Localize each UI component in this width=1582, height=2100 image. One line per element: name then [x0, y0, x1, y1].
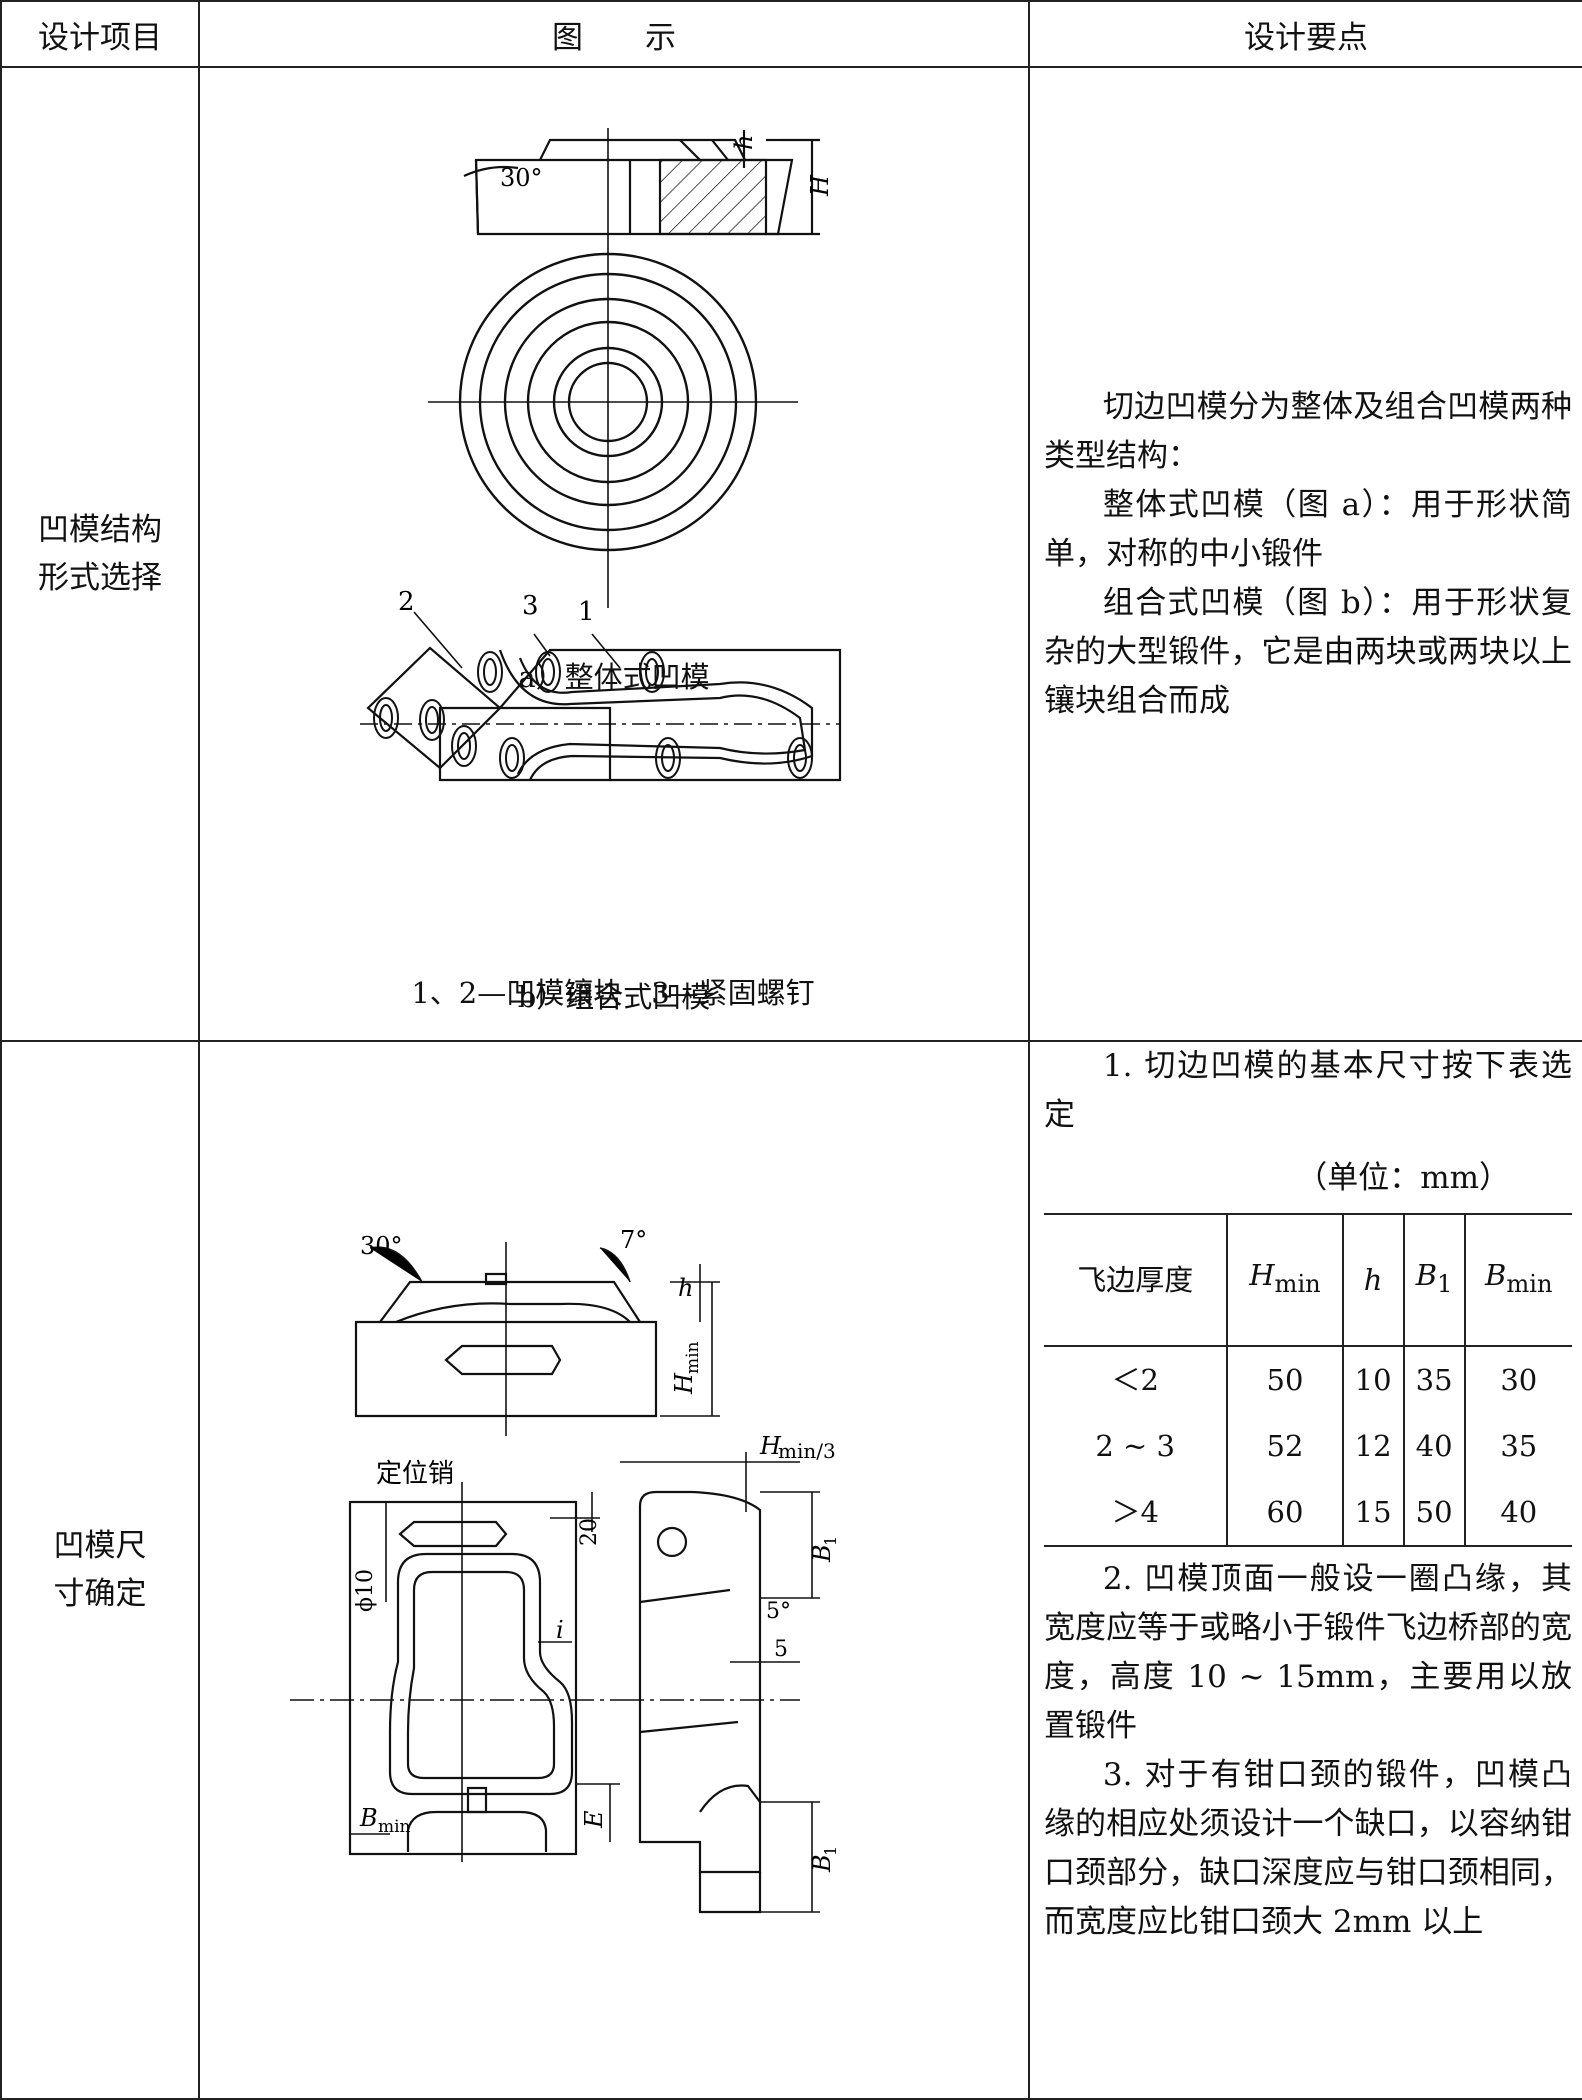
fig-dim-Hmin-sub: min: [683, 1341, 703, 1374]
col-flash-thickness: 飞边厚度: [1044, 1213, 1228, 1347]
table-cell: ＞4: [1044, 1479, 1228, 1547]
figure-a-drawing: 30° h H: [360, 128, 842, 782]
dimension-table: 飞边厚度 Hmin h B1 Bmin ＜2 50 10 35 30: [1044, 1213, 1572, 1547]
table-cell: 12: [1341, 1413, 1404, 1479]
fig-dim-Bmin-sub: min: [378, 1817, 411, 1837]
item-structure-line2: 形式选择: [38, 560, 162, 596]
fig-dim-B1-bottom-sub: 1: [821, 1846, 840, 1856]
fig-b-caption: b）组合式凹模: [517, 980, 711, 1014]
table-cell: 2 ~ 3: [1095, 1428, 1176, 1463]
fig-dim-phi10: ϕ10: [353, 1569, 378, 1612]
point-structure-3: 组合式凹模（图 b）：用于形状复杂的大型锻件，它是由两块或两块以上镶块组合而成: [1044, 584, 1572, 719]
table-row: ＞4 60 15 50 40: [1044, 1479, 1572, 1547]
fig-b-num-2: 2: [398, 587, 415, 617]
point-structure-2: 整体式凹模（图 a）：用于形状简单，对称的中小锻件: [1044, 486, 1572, 572]
point-structure-1: 切边凹模分为整体及组合凹模两种类型结构：: [1044, 388, 1572, 474]
fig-a-angle-label: 30°: [500, 164, 543, 192]
fig-b-num-3: 3: [522, 591, 539, 621]
point-dim-2: 2. 凹模顶面一般设一圈凸缘，其宽度应等于或略小于锻件飞边桥部的宽度，高度 10…: [1044, 1561, 1572, 1744]
fig-dim-angle7: 7°: [620, 1226, 647, 1254]
fig-dim-angle5: 5°: [766, 1599, 791, 1624]
fig-dim-B1-bottom: B: [808, 1854, 836, 1873]
figure-structure: 30° h H: [198, 66, 1030, 1042]
table-cell: 52: [1226, 1413, 1343, 1479]
row-dimensions: 凹模尺 寸确定: [0, 1040, 1582, 2100]
col-bmin: Bmin: [1463, 1213, 1572, 1347]
item-dimensions: 凹模尺 寸确定: [0, 1040, 200, 2100]
table-cell: 10: [1341, 1346, 1404, 1413]
item-dimensions-line1: 凹模尺: [53, 1528, 147, 1564]
table-cell: 60: [1226, 1479, 1343, 1547]
fig-a-caption: a）整体式凹模: [518, 660, 710, 694]
fig-dim-Bmin: B: [359, 1804, 378, 1832]
table-cell: 50: [1226, 1346, 1343, 1413]
header-figure: 图 示: [198, 0, 1030, 68]
table-unit: （单位：mm）: [1296, 1160, 1510, 1196]
fig-dim-5: 5: [774, 1637, 788, 1662]
point-dim-1: 1. 切边凹模的基本尺寸按下表选定: [1044, 1048, 1572, 1133]
dimension-table-header: 飞边厚度 Hmin h B1 Bmin: [1044, 1213, 1572, 1347]
row-structure: 凹模结构 形式选择: [0, 66, 1582, 1042]
points-dimensions: 1. 切边凹模的基本尺寸按下表选定 （单位：mm） 飞边厚度 Hmin h B1…: [1028, 1040, 1582, 2100]
col-hmin: Hmin: [1226, 1213, 1343, 1347]
table-row: 2 ~ 3 52 12 40 35: [1044, 1413, 1572, 1479]
header-design-item: 设计项目: [0, 0, 200, 68]
fig-dim-Hmin3: H: [759, 1432, 782, 1460]
table-cell: 50: [1402, 1479, 1465, 1547]
table-cell: 15: [1341, 1479, 1404, 1547]
point-dim-3: 3. 对于有钳口颈的锻件，凹模凸缘的相应处须设计一个缺口，以容纳钳口颈部分，缺口…: [1044, 1757, 1572, 1940]
header-design-points: 设计要点: [1028, 0, 1582, 68]
fig-dim-pin-label: 定位销: [376, 1459, 454, 1489]
table-cell: 35: [1463, 1413, 1572, 1479]
fig-a-h-label: h: [730, 135, 758, 150]
fig-a-H-label: H: [806, 174, 834, 197]
fig-dim-B1-top-sub: 1: [821, 1536, 840, 1546]
fig-dim-20: 20: [577, 1518, 602, 1546]
fig-b-num-1: 1: [578, 597, 595, 627]
points-structure: 切边凹模分为整体及组合凹模两种类型结构： 整体式凹模（图 a）：用于形状简单，对…: [1028, 66, 1582, 1042]
figure-dimensions-drawing: 30° 7° h H min H min/3 定位销 20 ϕ10 i 5° 5…: [290, 1226, 840, 1914]
table-cell: 30: [1463, 1346, 1572, 1413]
table-row: ＜2 50 10 35 30: [1044, 1346, 1572, 1413]
item-dimensions-line2: 寸确定: [53, 1576, 147, 1612]
fig-dim-Hmin3-rest: min/3: [778, 1439, 836, 1463]
table-cell: 40: [1463, 1479, 1572, 1547]
item-structure: 凹模结构 形式选择: [0, 66, 200, 1042]
fig-dim-Hmin: H: [670, 1372, 698, 1395]
item-structure-line1: 凹模结构: [38, 512, 162, 548]
figure-dimensions: 30° 7° h H min H min/3 定位销 20 ϕ10 i 5° 5…: [198, 1040, 1030, 2100]
fig-dim-h: h: [678, 1274, 693, 1302]
fig-b-legend: 1、2—凹模镶块 3—紧固螺钉: [411, 976, 815, 1010]
header-row: 设计项目 图 示 设计要点: [0, 0, 1582, 68]
table-cell: 35: [1402, 1346, 1465, 1413]
fig-dim-E: E: [580, 1810, 608, 1829]
table-cell: ＜2: [1111, 1362, 1159, 1397]
fig-dim-angle30: 30°: [360, 1232, 403, 1260]
col-h: h: [1341, 1213, 1404, 1347]
col-b1: B1: [1402, 1213, 1465, 1347]
fig-dim-i: i: [556, 1616, 564, 1644]
fig-dim-B1-top: B: [808, 1544, 836, 1563]
table-cell: 40: [1402, 1413, 1465, 1479]
